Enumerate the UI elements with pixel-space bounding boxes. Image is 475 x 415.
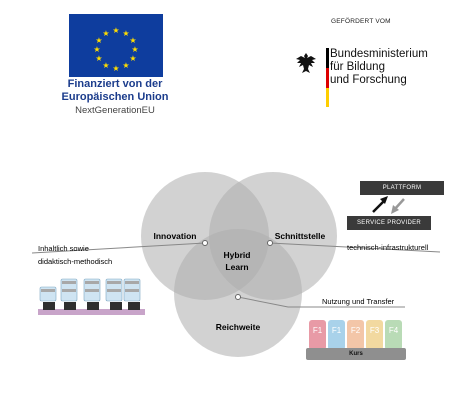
bottom-note: Nutzung und Transfer bbox=[322, 297, 395, 306]
svg-text:★: ★ bbox=[102, 29, 109, 38]
kurs-item-f1: F1 bbox=[309, 320, 326, 350]
kurs-item-f3: F3 bbox=[366, 320, 383, 350]
label-reichweite: Reichweite bbox=[216, 322, 261, 332]
eu-program-name: NextGenerationEU bbox=[75, 105, 155, 116]
kurs-item-f1-second: F1 bbox=[328, 320, 345, 350]
service-provider-box: SERVICE PROVIDER bbox=[347, 216, 431, 230]
eu-flag: ★★★ ★★★ ★★★ ★★★ bbox=[69, 14, 163, 77]
eu-line2: Europäischen Union bbox=[61, 91, 169, 103]
right-connector bbox=[269, 242, 441, 253]
svg-text:★: ★ bbox=[95, 54, 102, 63]
center-label-line1: Hybrid bbox=[224, 250, 251, 260]
left-note-line2: didaktisch-methodisch bbox=[38, 257, 112, 266]
kurs-item-f4: F4 bbox=[385, 320, 402, 350]
eu-funding-title: Finanziert von der Europäischen Union bbox=[40, 78, 190, 104]
bmbf-name-line3: und Forschung bbox=[330, 74, 407, 86]
german-flag-bar bbox=[326, 48, 329, 107]
svg-text:★: ★ bbox=[122, 61, 129, 70]
svg-text:★: ★ bbox=[95, 36, 102, 45]
kurs-item-f2: F2 bbox=[347, 320, 364, 350]
bmbf-name-line1: Bundesministerium bbox=[330, 48, 428, 60]
bottom-connector bbox=[237, 296, 405, 308]
center-label-line2: Learn bbox=[225, 262, 248, 272]
left-connector-dot bbox=[202, 240, 208, 246]
svg-text:★: ★ bbox=[122, 29, 129, 38]
bmbf-funded-label: GEFÖRDERT VOM bbox=[331, 18, 391, 25]
svg-text:★: ★ bbox=[129, 36, 136, 45]
label-innovation: Innovation bbox=[154, 231, 197, 241]
svg-text:★: ★ bbox=[93, 45, 100, 54]
bottom-connector-dot bbox=[235, 294, 241, 300]
bmbf-name: Bundesministerium für Bildung und Forsch… bbox=[330, 48, 470, 87]
left-note-line1: Inhaltlich sowie bbox=[38, 244, 89, 253]
label-schnittstelle: Schnittstelle bbox=[275, 231, 326, 241]
kurs-base: Kurs bbox=[306, 348, 406, 360]
svg-text:★: ★ bbox=[112, 26, 119, 35]
right-connector-dot bbox=[267, 240, 273, 246]
left-connector bbox=[31, 242, 206, 254]
eagle-icon bbox=[293, 50, 319, 76]
right-note: technisch-infrastrukturell bbox=[347, 243, 429, 252]
bmbf-name-line2: für Bildung bbox=[330, 61, 385, 73]
svg-text:★: ★ bbox=[131, 45, 138, 54]
platform-box: PLATTFORM bbox=[360, 181, 444, 195]
svg-text:★: ★ bbox=[129, 54, 136, 63]
circle-reichweite bbox=[174, 229, 302, 357]
eu-line1: Finanziert von der bbox=[67, 78, 163, 90]
svg-text:★: ★ bbox=[112, 64, 119, 73]
eu-stars-icon: ★★★ ★★★ ★★★ ★★★ bbox=[93, 26, 138, 73]
module-stack-icon bbox=[38, 278, 145, 315]
svg-text:★: ★ bbox=[102, 61, 109, 70]
